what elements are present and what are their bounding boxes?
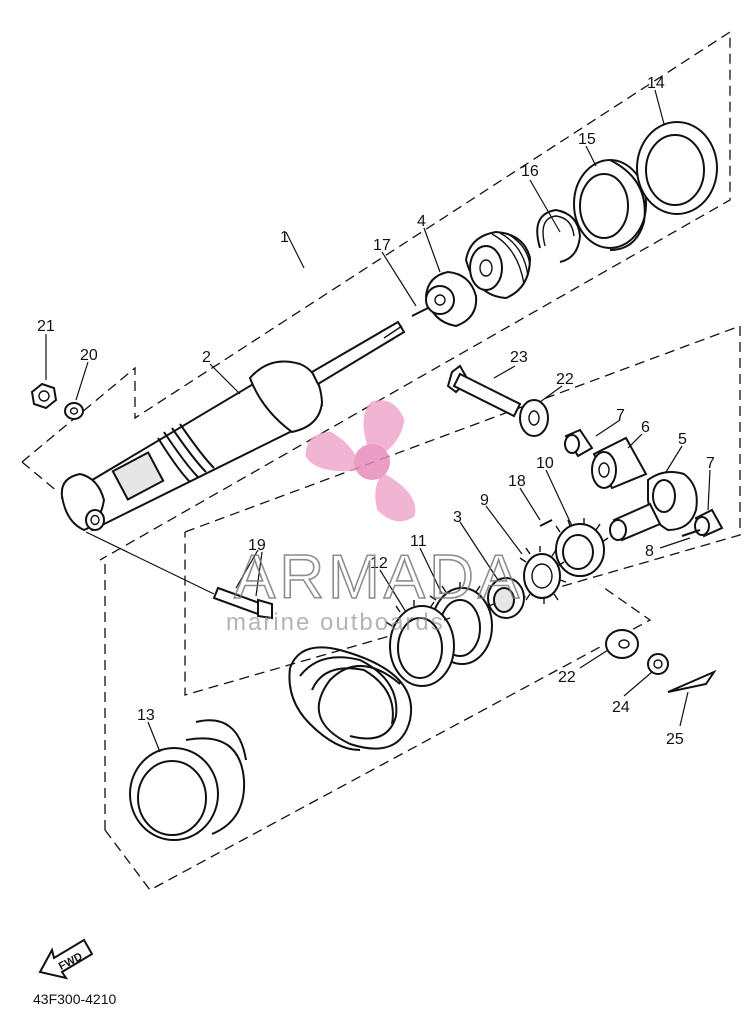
label-15: 15 xyxy=(578,131,596,148)
part-22-washer-lower xyxy=(605,629,639,659)
part-9-lock-ring xyxy=(519,546,567,604)
part-adjuster-collar xyxy=(464,230,532,300)
part-25-cotter-pin xyxy=(667,669,717,693)
part-13-spring xyxy=(129,719,247,841)
label-8: 8 xyxy=(645,543,654,560)
part-19-bolt xyxy=(212,586,273,620)
part-3-collar xyxy=(487,577,525,619)
label-22a: 22 xyxy=(556,371,574,388)
label-12: 12 xyxy=(370,555,388,572)
part-10-adjuster-ring xyxy=(555,518,609,577)
part-17-pin xyxy=(411,307,429,317)
label-5: 5 xyxy=(678,431,687,448)
label-7b: 7 xyxy=(706,455,715,472)
part-spring-coil xyxy=(288,646,413,751)
label-4: 4 xyxy=(417,213,426,230)
part-2-shock-absorber xyxy=(60,320,406,532)
label-22b: 22 xyxy=(558,669,576,686)
watermark-brand: ARMADA xyxy=(234,543,523,612)
label-24: 24 xyxy=(612,699,630,716)
part-8-pin xyxy=(681,529,701,537)
part-23-bolt xyxy=(446,364,522,418)
label-25: 25 xyxy=(666,731,684,748)
part-18-key xyxy=(539,519,553,527)
label-17: 17 xyxy=(373,237,391,254)
forward-direction-arrow-icon: FWD xyxy=(38,938,94,980)
part-4-bump-stop xyxy=(424,270,478,328)
assembly-outline-upper xyxy=(21,30,731,561)
label-7a: 7 xyxy=(616,407,625,424)
watermark-tagline: marine outboards xyxy=(226,609,445,636)
part-22-washer-upper xyxy=(519,399,549,437)
assembly-outline-lower xyxy=(184,325,741,696)
leader-lines xyxy=(45,89,711,753)
label-2: 2 xyxy=(202,349,211,366)
label-18: 18 xyxy=(508,473,526,490)
part-5-lower-bracket xyxy=(609,471,698,542)
label-23: 23 xyxy=(510,349,528,366)
label-20: 20 xyxy=(80,347,98,364)
assembly-outline-spring xyxy=(104,560,652,891)
part-6-bushing xyxy=(591,436,648,490)
label-11: 11 xyxy=(410,533,427,550)
watermark: ARMADA marine outboards xyxy=(226,400,523,636)
label-9: 9 xyxy=(480,492,489,509)
label-10: 10 xyxy=(536,455,554,472)
part-12-ring-nut xyxy=(385,600,455,687)
part-14-ring xyxy=(636,121,718,215)
part-24-washer xyxy=(647,653,669,675)
part-7-collar-upper xyxy=(564,428,594,458)
part-16-circlip xyxy=(536,208,582,263)
label-16: 16 xyxy=(521,163,539,180)
label-21: 21 xyxy=(37,318,55,335)
label-13: 13 xyxy=(137,707,155,724)
label-6: 6 xyxy=(641,419,650,436)
drawing-code: 43F300-4210 xyxy=(33,991,117,1007)
part-21-nut xyxy=(30,382,58,410)
propeller-logo-icon xyxy=(305,400,416,522)
label-19: 19 xyxy=(248,537,266,554)
label-14: 14 xyxy=(647,75,665,92)
label-1: 1 xyxy=(280,229,289,246)
part-20-washer xyxy=(64,402,84,420)
label-3: 3 xyxy=(453,509,462,526)
part-15-spring-seat xyxy=(573,159,647,251)
part-7-collar-lower xyxy=(694,508,724,538)
